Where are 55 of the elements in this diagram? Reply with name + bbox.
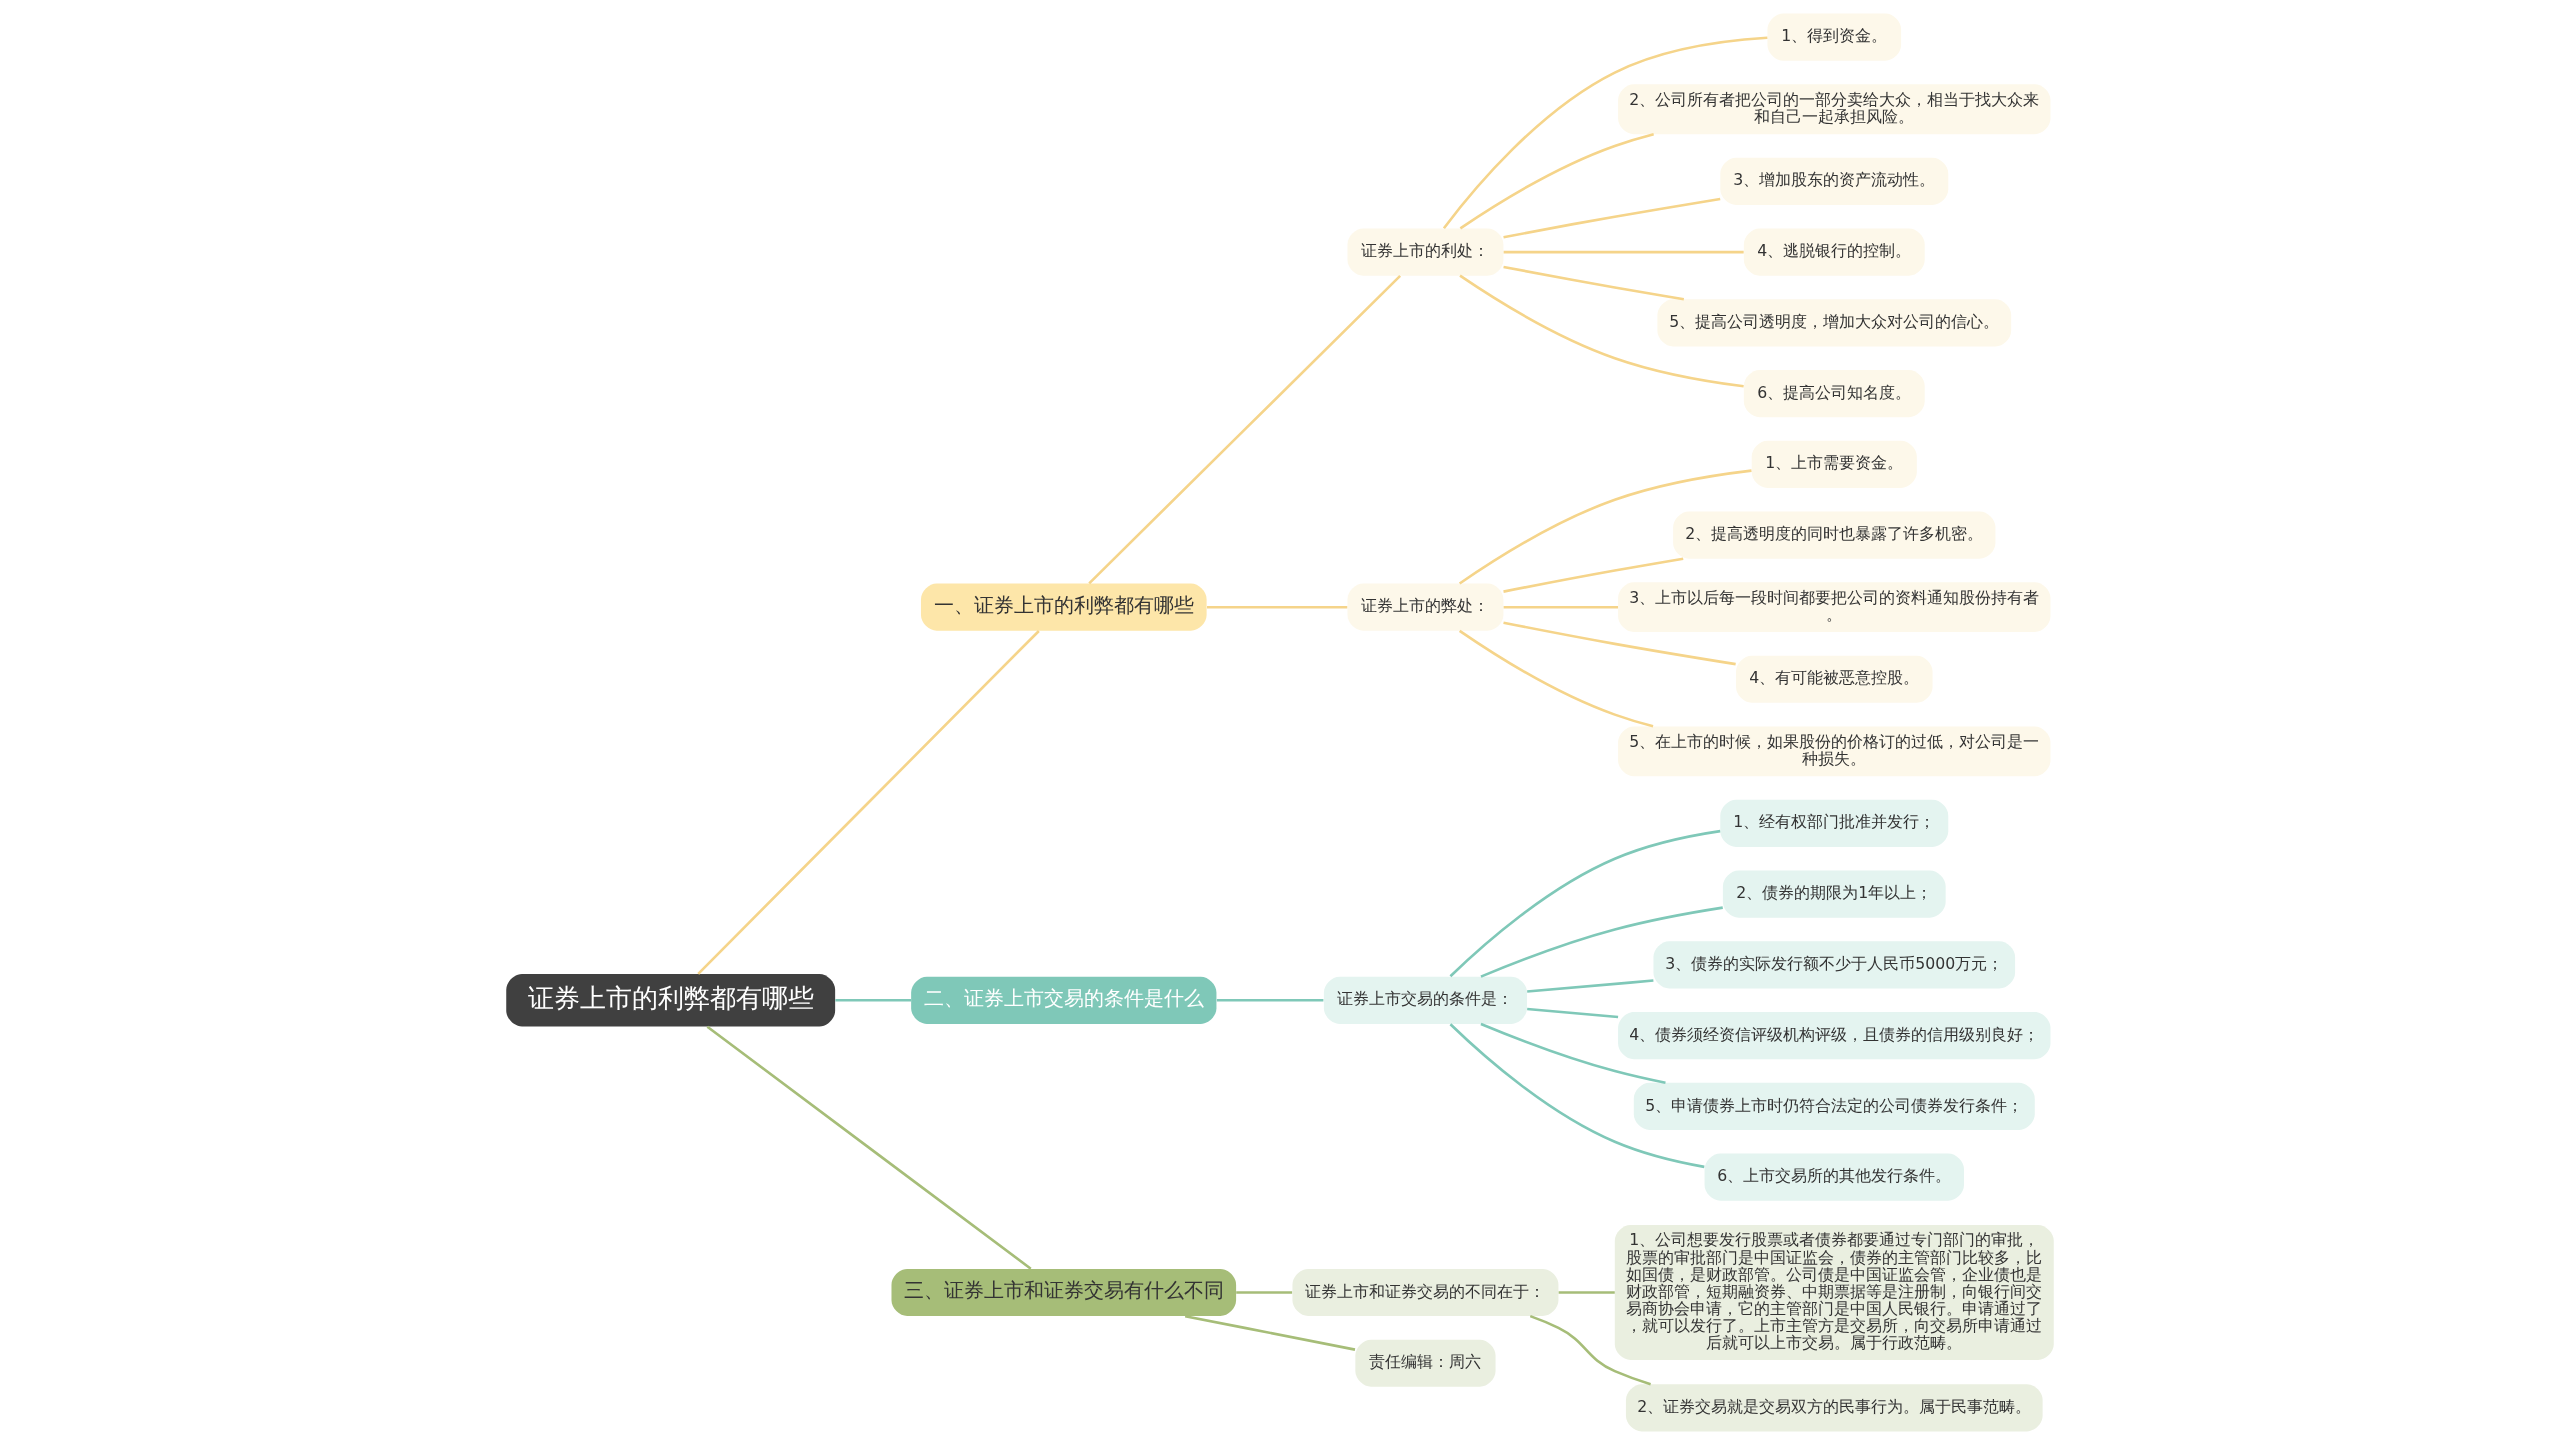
connector (1503, 250, 1744, 254)
connector (1503, 621, 1736, 666)
node-box: 6、上市交易所的其他发行条件。 (1704, 1153, 1964, 1201)
node-box: 责任编辑：周六 (1355, 1339, 1496, 1387)
node-box: 3、债券的实际发行额不少于人民币5000万元； (1653, 941, 2016, 989)
node-box: 2、公司所有者把公司的一部分卖给大众，相当于找大众来和自己一起承担风险。 (1618, 84, 2051, 135)
connector (1184, 1314, 1356, 1351)
connector (1480, 1022, 1666, 1085)
node-box: 证券上市和证券交易的不同在于： (1292, 1268, 1559, 1317)
connector (1236, 1291, 1293, 1294)
node-box: 1、经有权部门批准并发行； (1720, 799, 1949, 847)
node-box: 证券上市的利弊都有哪些 (506, 974, 836, 1027)
node-box: 2、债券的期限为1年以上； (1722, 870, 1946, 918)
node-box: 4、有可能被恶意控股。 (1736, 655, 1933, 703)
connector (1207, 605, 1348, 609)
node-box: 证券上市的弊处： (1347, 583, 1504, 631)
connector (835, 999, 911, 1002)
connector (1449, 1023, 1705, 1169)
node-box: 一、证券上市的利弊都有哪些 (920, 583, 1207, 631)
node-box: 2、提高透明度的同时也暴露了许多机密。 (1673, 511, 1996, 559)
connector (1459, 274, 1744, 388)
node-box: 1、上市需要资金。 (1751, 440, 1917, 488)
node-box: 三、证券上市和证券交易有什么不同 (891, 1268, 1237, 1317)
connector (1458, 629, 1654, 728)
node-box: 证券上市的利处： (1347, 228, 1504, 276)
node-box: 二、证券上市交易的条件是什么 (911, 976, 1217, 1024)
node-box: 5、在上市的时候，如果股份的价格订的过低，对公司是一种损失。 (1618, 726, 2051, 777)
connector (1216, 999, 1324, 1002)
connector (1088, 274, 1402, 585)
node-box: 1、得到资金。 (1767, 13, 1902, 61)
connector (1558, 1291, 1615, 1294)
node-box: 2、证券交易就是交易双方的民事行为。属于民事范畴。 (1625, 1384, 2043, 1432)
connector (1480, 906, 1723, 978)
connector (1529, 1314, 1651, 1386)
connector (1527, 979, 1654, 993)
node-box: 3、上市以后每一段时间都要把公司的资料通知股份持有者。 (1618, 582, 2051, 633)
connector (1503, 265, 1685, 301)
node-box: 3、增加股东的资产流动性。 (1720, 157, 1949, 205)
connector (1442, 36, 1768, 229)
node-box: 4、债券须经资信评级机构评级，且债券的信用级别良好； (1618, 1012, 2051, 1060)
connector (1458, 469, 1752, 585)
node-box: 4、逃脱银行的控制。 (1743, 228, 1925, 276)
node-box: 1、公司想要发行股票或者债券都要通过专门部门的审批，股票的审批部门是中国证监会，债券的主管部门比较多，比如国债，是财政部管。公司债是中国证监会管，企业债也是财政部管，短期融资券、中期票据等是注册制，向银行间交易商协会申请，它的主管部门是中国人民银行。申请通过了，就可以发行了。上市主管方是交易所，向交易所申请通过后就可以上市交易。属于行政范畴。 (1614, 1225, 2054, 1360)
node-box: 5、申请债券上市时仍符合法定的公司债券发行条件； (1633, 1082, 2035, 1130)
connector (1503, 605, 1619, 609)
connector (1449, 829, 1721, 978)
connector (1459, 132, 1654, 230)
node-box: 5、提高公司透明度，增加大众对公司的信心。 (1657, 299, 2012, 347)
node-box: 6、提高公司知名度。 (1743, 370, 1925, 418)
connector (1503, 557, 1684, 593)
connector (706, 1025, 1032, 1270)
connector (1527, 1007, 1619, 1019)
connector (1503, 197, 1721, 239)
connector (697, 630, 1040, 975)
node-box: 证券上市交易的条件是： (1323, 976, 1527, 1024)
